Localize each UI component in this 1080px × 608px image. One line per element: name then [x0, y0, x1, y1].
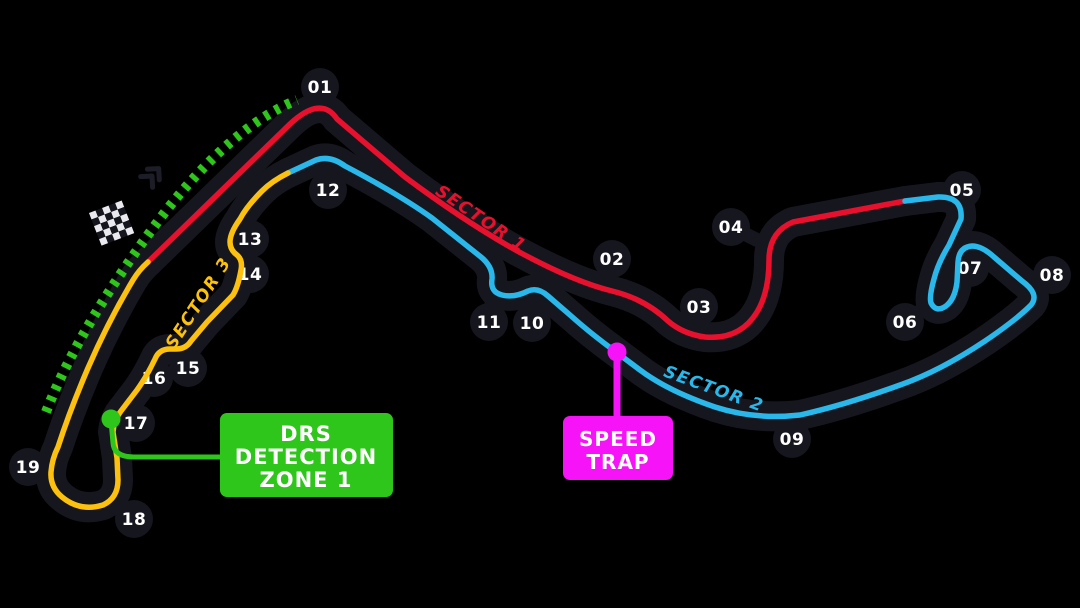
drs-detection-callout: DRS DETECTION ZONE 1	[101, 409, 393, 497]
turn-marker-circle	[117, 404, 155, 442]
turn-number: 04	[719, 218, 744, 238]
turn-marker-05: 05	[943, 171, 981, 213]
flag-cell	[98, 214, 108, 224]
drs-detection-text-line2: DETECTION	[235, 445, 377, 469]
drs-leader-line	[108, 418, 224, 460]
drs-detection-box	[220, 413, 393, 497]
turn-marker-02: 02	[593, 240, 631, 295]
turn-number: 02	[600, 250, 625, 270]
turn-number: 19	[16, 458, 41, 478]
turn-number: 10	[520, 314, 545, 334]
turn-marker-09: 09	[773, 410, 811, 458]
turn-marker-19: 19	[9, 448, 57, 486]
turn-number: 17	[124, 414, 149, 434]
turn-marker-13: 13	[226, 220, 269, 258]
turn-marker-15: 15	[165, 345, 207, 387]
turn-number: 01	[308, 78, 333, 98]
flag-cell	[125, 226, 135, 236]
flag-cell	[115, 200, 125, 210]
turn-marker-circle	[169, 349, 207, 387]
flag-cell	[91, 217, 101, 227]
flag-cell	[105, 234, 115, 244]
flag-cell	[118, 229, 128, 239]
flag-cell	[99, 236, 109, 246]
turn-marker-circle	[135, 359, 173, 397]
speed-trap-text-line2: TRAP	[586, 450, 649, 474]
checkered-flag-icon	[89, 200, 135, 246]
flag-cell	[109, 225, 119, 235]
turn-marker-circle	[9, 448, 47, 486]
flag-cell	[120, 213, 130, 223]
sector3-line	[48, 170, 291, 510]
direction-arrow-icon	[138, 166, 162, 190]
drs-detection-text-line1: DRS	[280, 422, 332, 446]
turn-marker-circle	[712, 208, 750, 246]
turn-marker-circle	[680, 288, 718, 326]
drs-zone-dashed-line	[41, 95, 299, 414]
turn-number: 18	[122, 510, 147, 530]
flag-cell	[122, 220, 132, 230]
drs-detection-text-line3: ZONE 1	[260, 468, 353, 492]
flag-cell	[116, 222, 126, 232]
turn-marker-circle	[115, 500, 153, 538]
turn-marker-circle	[470, 303, 508, 341]
turn-number: 06	[893, 313, 918, 333]
turn-marker-18: 18	[102, 496, 153, 538]
flag-cell	[102, 205, 112, 215]
speed-trap-callout: SPEED TRAP	[563, 342, 673, 480]
flag-cell	[100, 221, 110, 231]
turn-marker-circle	[773, 420, 811, 458]
turn-number: 13	[238, 230, 263, 250]
speed-trap-text-line1: SPEED	[579, 427, 657, 451]
flag-cell	[89, 210, 99, 220]
turn-marker-08: 08	[1030, 256, 1071, 297]
turn-marker-06: 06	[886, 299, 934, 341]
turn-marker-circle	[301, 68, 339, 106]
turn-number: 11	[477, 313, 502, 333]
turn-number: 09	[780, 430, 805, 450]
turn-marker-circle	[1033, 256, 1071, 294]
turn-number: 15	[176, 359, 201, 379]
flag-cell	[104, 212, 114, 222]
drs-detection-dot	[101, 409, 121, 429]
flag-cell	[113, 216, 123, 226]
turn-marker-circle	[231, 220, 269, 258]
turn-marker-04: 04	[712, 208, 764, 247]
turn-marker-circle	[309, 171, 347, 209]
turn-number: 05	[950, 181, 975, 201]
flag-cell	[112, 231, 122, 241]
turn-marker-circle	[886, 303, 924, 341]
speed-trap-dot	[607, 342, 627, 362]
flag-cell	[96, 230, 106, 240]
flag-cell	[108, 202, 118, 213]
turn-number: 12	[316, 181, 341, 201]
sector2-line	[285, 155, 1037, 420]
turn-number: 07	[958, 259, 983, 279]
turn-marker-circle	[593, 240, 631, 278]
flag-cell	[94, 223, 104, 233]
flag-cell	[103, 227, 113, 237]
turn-marker-11: 11	[470, 287, 508, 341]
turn-marker-03: 03	[680, 288, 718, 341]
flag-cell	[107, 218, 117, 228]
flag-cell	[111, 209, 121, 219]
sector1-line	[145, 105, 908, 341]
turn-marker-10: 10	[513, 290, 551, 342]
flag-cell	[117, 206, 127, 217]
flag-cell	[95, 207, 105, 218]
turn-number: 03	[687, 298, 712, 318]
turn-marker-circle	[513, 304, 551, 342]
speed-trap-box	[563, 416, 673, 480]
turn-number: 08	[1040, 266, 1065, 286]
turn-marker-12: 12	[309, 155, 347, 209]
